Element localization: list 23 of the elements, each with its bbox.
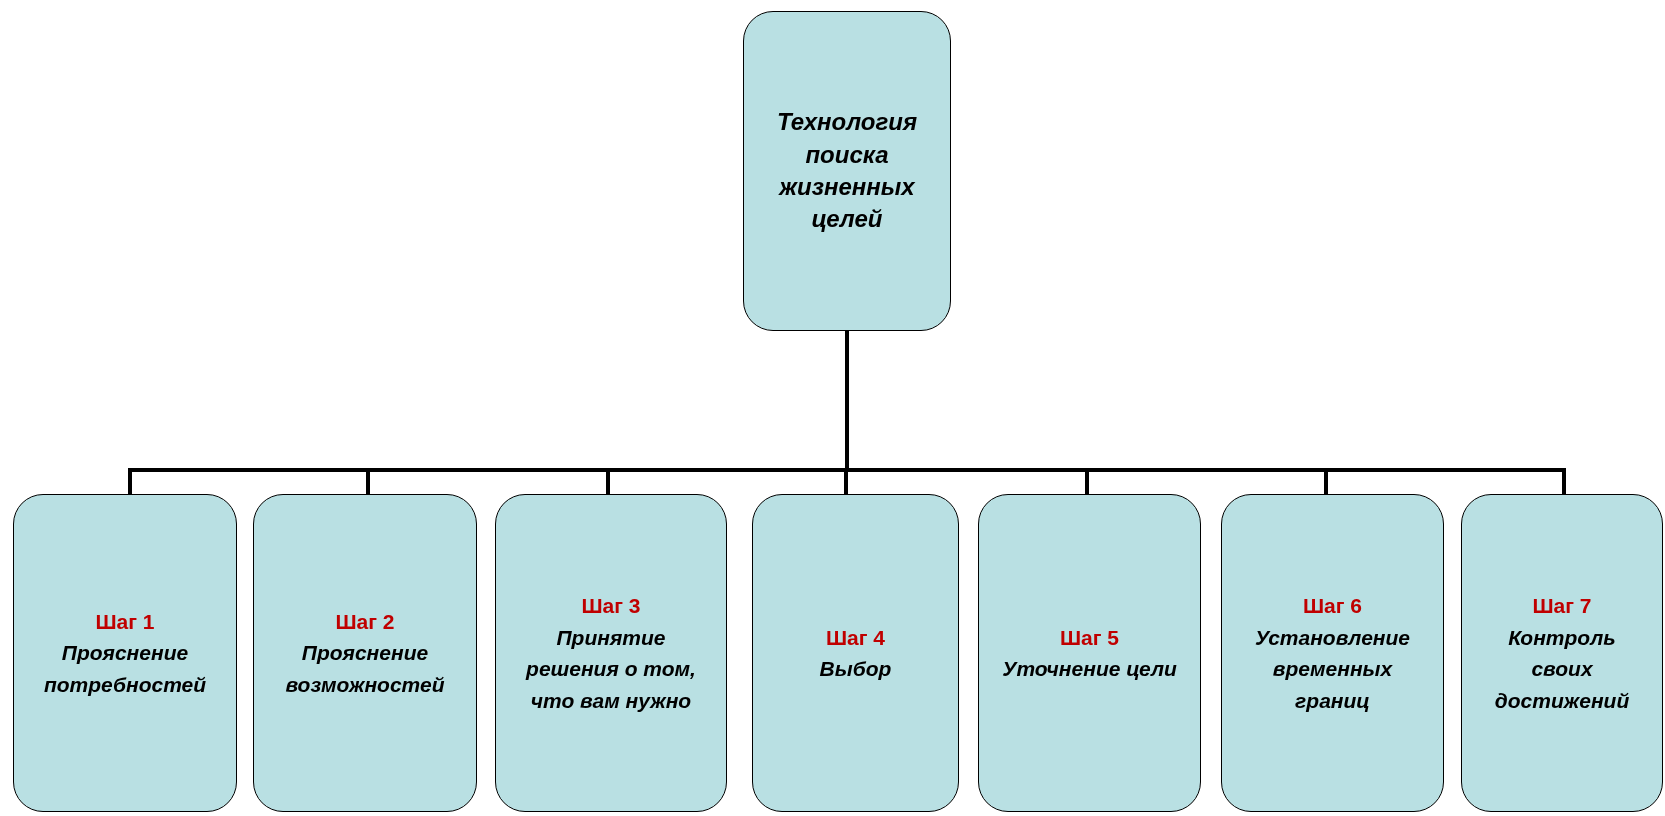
step-box bbox=[1461, 494, 1663, 812]
step-description: Уточнение цели bbox=[1002, 656, 1177, 682]
step-number: Шаг 1 bbox=[95, 608, 155, 635]
step-description: Принятие решения о том, что вам нужно bbox=[524, 624, 697, 714]
step-number: Шаг 5 bbox=[1059, 624, 1119, 651]
step-box bbox=[752, 494, 959, 812]
step-description: Контроль своих достижений bbox=[1493, 624, 1631, 714]
title-box bbox=[743, 11, 951, 331]
step-number: Шаг 6 bbox=[1302, 593, 1362, 619]
step-box bbox=[253, 494, 477, 812]
step-number: Шаг 7 bbox=[1532, 593, 1592, 619]
step-description: Выбор bbox=[819, 656, 892, 682]
step-box bbox=[978, 494, 1201, 812]
step-box bbox=[13, 494, 237, 812]
step-number: Шаг 4 bbox=[825, 624, 885, 651]
node-label: Технология поиска жизненных целей bbox=[775, 107, 919, 235]
step-description: Установление временных границ bbox=[1253, 624, 1412, 714]
step-description: Прояснение возможностей bbox=[284, 640, 446, 698]
step-description: Прояснение потребностей bbox=[42, 640, 208, 698]
step-number: Шаг 3 bbox=[581, 593, 641, 619]
step-number: Шаг 2 bbox=[335, 608, 395, 635]
step-box bbox=[495, 494, 727, 812]
step-box bbox=[1221, 494, 1444, 812]
